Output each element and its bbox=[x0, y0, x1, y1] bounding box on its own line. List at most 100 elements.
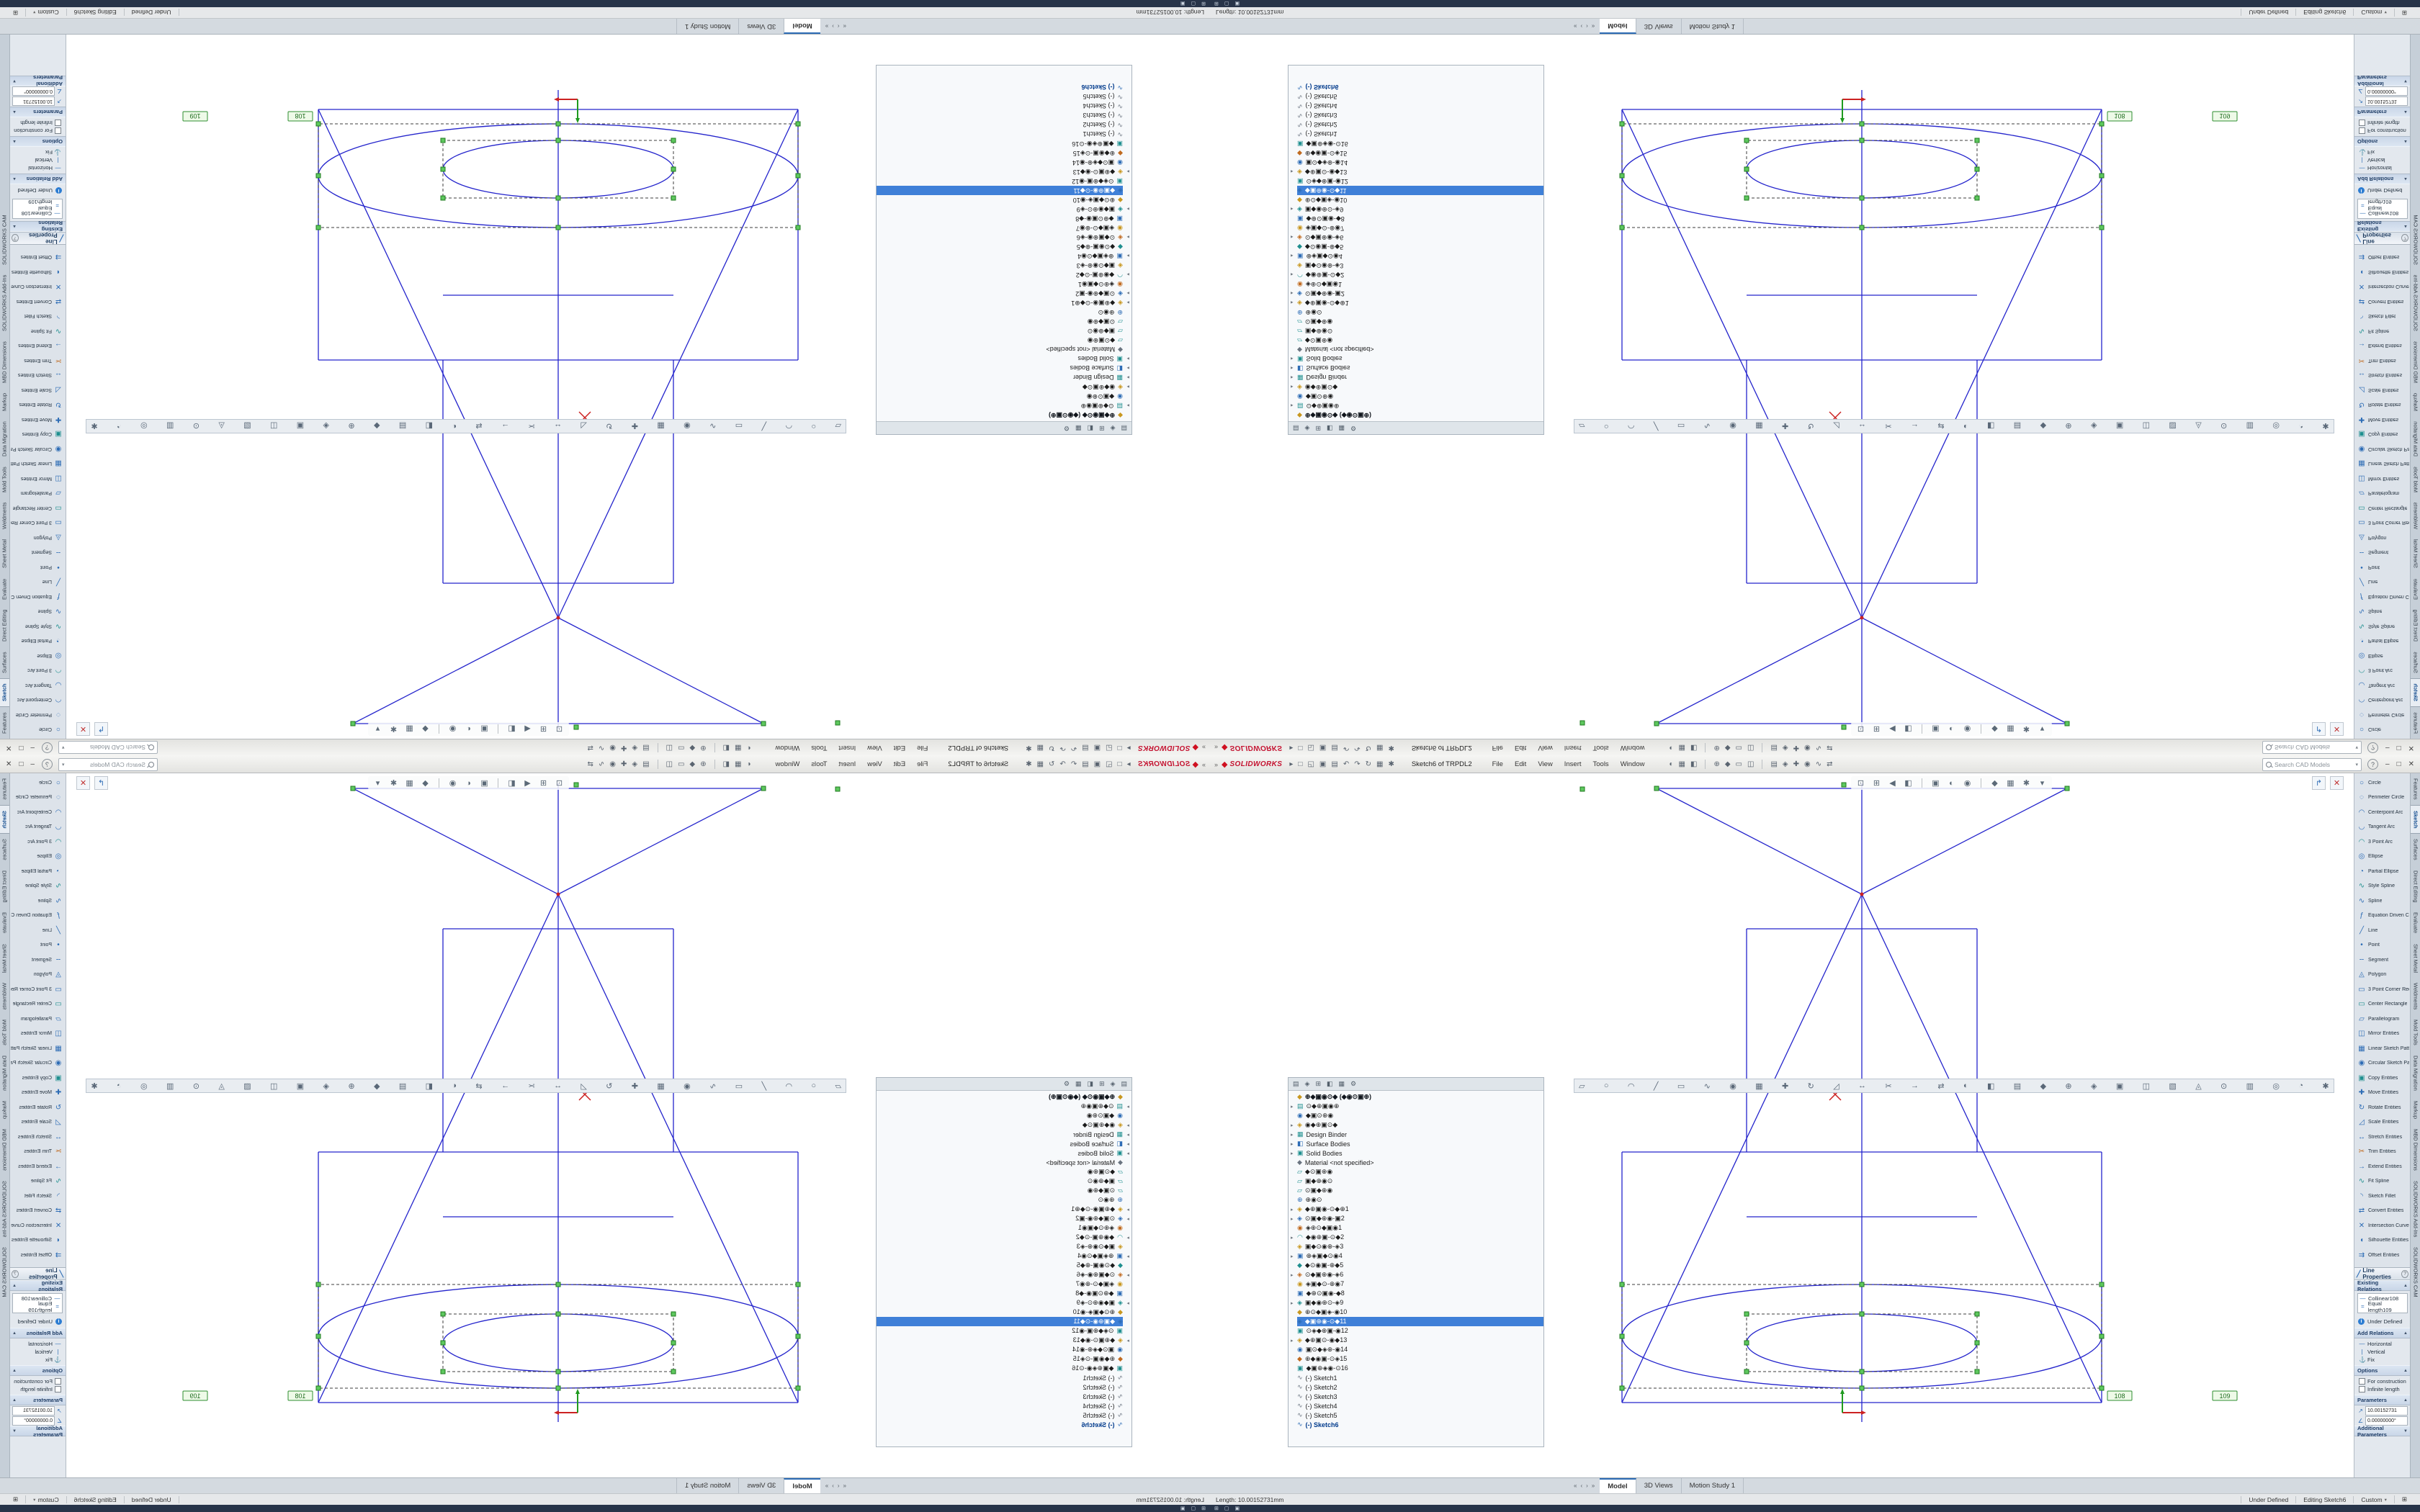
sketch-tool-icon[interactable]: ○ bbox=[812, 422, 817, 431]
section-icon[interactable]: ◧ bbox=[1690, 744, 1697, 752]
selection-handle[interactable] bbox=[1975, 1369, 1979, 1374]
displaymanager-tab[interactable]: ▦ bbox=[1075, 424, 1082, 432]
sketch-tool-button[interactable]: ✕Intersection Curve bbox=[2354, 279, 2411, 294]
sketch-tool-icon[interactable]: ▭ bbox=[1677, 1081, 1685, 1091]
sketch-tool-icon[interactable]: ▭ bbox=[1677, 422, 1685, 431]
tree-row[interactable]: ◉◈⊕⊙◆▣◉1 bbox=[877, 279, 1123, 289]
sketch-tool-button[interactable]: ↔Stretch Entities bbox=[2354, 368, 2411, 383]
search-input[interactable]: Search CAD Models ▾ bbox=[58, 742, 158, 755]
tree-row[interactable]: ◆Material <not specified> bbox=[877, 1158, 1123, 1167]
sketch-tool-icon[interactable]: ↔ bbox=[554, 422, 562, 431]
expand-arrow-icon[interactable]: ▸ bbox=[1291, 403, 1297, 409]
edit-appearance-icon[interactable]: ◆ bbox=[1989, 724, 2000, 734]
tree-row[interactable]: ▸▤⊙◆⊕▣◉⊕ bbox=[877, 401, 1123, 410]
sketch-tool-icon[interactable]: ◈ bbox=[323, 422, 329, 431]
sketch-tool-button[interactable]: ▣Copy Entities bbox=[2354, 1071, 2411, 1086]
tree-row[interactable]: ▸◧Surface Bodies bbox=[877, 364, 1123, 373]
new-file-icon[interactable]: □ bbox=[1298, 744, 1302, 752]
sketch-tool-button[interactable]: ◝Sketch Fillet bbox=[9, 1189, 66, 1204]
zoom-icon[interactable]: ⊕ bbox=[700, 744, 706, 752]
add-fix-relation[interactable]: ⚓Fix bbox=[14, 148, 61, 156]
file-properties-icon[interactable]: ▦ bbox=[1037, 744, 1044, 752]
sketch-tool-icon[interactable]: ✂ bbox=[528, 422, 534, 431]
tab-weldments[interactable]: Weldments bbox=[0, 978, 9, 1014]
sketch-tool-button[interactable]: ✂Trim Entities bbox=[2354, 1145, 2411, 1160]
tree-row[interactable]: ◈▣◆⊙◉⊕-◈3 bbox=[877, 1242, 1123, 1251]
expand-arrow-icon[interactable]: ▸ bbox=[1291, 272, 1297, 278]
expand-arrow-icon[interactable]: ▸ bbox=[1123, 235, 1129, 240]
tree-row[interactable]: ∿(-) Sketch1 bbox=[1297, 130, 1543, 139]
add-relations-section-header[interactable]: Add Relations ▲ bbox=[9, 174, 66, 184]
expand-arrow-icon[interactable]: ▸ bbox=[1123, 1151, 1129, 1156]
sketch-line[interactable] bbox=[318, 894, 558, 1403]
appearance-icon[interactable]: ◈ bbox=[1783, 744, 1788, 752]
dimxpertmanager-tab[interactable]: ◧ bbox=[1327, 424, 1333, 432]
featuremanager-tree-tab[interactable]: ▤ bbox=[1121, 1080, 1127, 1088]
sketch-tool-icon[interactable]: ◠ bbox=[786, 422, 793, 431]
triad-y-axis-icon[interactable] bbox=[575, 1389, 580, 1394]
menu-window[interactable]: Window bbox=[1615, 758, 1651, 770]
tree-row[interactable]: ◆⊕⊙◆▣◈-◉10 bbox=[1297, 1308, 1543, 1317]
add-relations-section-header[interactable]: Add Relations ▲ bbox=[2354, 174, 2411, 184]
sketch-tool-icon[interactable]: ∿ bbox=[709, 422, 716, 431]
close-button[interactable]: ✕ bbox=[2408, 744, 2414, 752]
sketch-tool-button[interactable]: ↔Stretch Entities bbox=[9, 368, 66, 383]
undo-icon[interactable]: ↶ bbox=[1343, 760, 1349, 768]
selection-handle[interactable] bbox=[796, 1334, 800, 1338]
sketch-tool-icon[interactable]: ◈ bbox=[323, 1081, 329, 1091]
sketch-tool-button[interactable]: ╱Line bbox=[2354, 923, 2411, 938]
tree-row-selected[interactable]: ◈◆▣⊕◉-⊙◆11 bbox=[1297, 1317, 1543, 1326]
view-orientation-icon[interactable]: ▣ bbox=[479, 778, 490, 788]
sketch-tool-icon[interactable]: ◎ bbox=[2272, 1081, 2280, 1091]
minimize-button[interactable]: – bbox=[2385, 744, 2390, 752]
sketch-tool-icon[interactable]: ▣ bbox=[297, 422, 304, 431]
sketch-tool-button[interactable]: ▦Linear Sketch Pattern bbox=[2354, 1041, 2411, 1056]
selection-handle[interactable] bbox=[1975, 1312, 1979, 1316]
angle-parameter-field[interactable]: ∠0.00000000° bbox=[2354, 86, 2411, 96]
section-view-icon[interactable]: ◧ bbox=[506, 778, 517, 788]
expand-arrow-icon[interactable]: ▸ bbox=[1123, 1122, 1129, 1128]
tree-row[interactable]: ▱▣◆⊕◉⊙ bbox=[1297, 326, 1543, 336]
sketch-tool-button[interactable]: ▱Parallelogram bbox=[9, 1012, 66, 1027]
section-view-icon[interactable]: ◧ bbox=[1903, 778, 1914, 788]
selection-handle[interactable] bbox=[556, 196, 560, 200]
spline-icon[interactable]: ∿ bbox=[1816, 760, 1821, 768]
sketch-tool-icon[interactable]: ⊕ bbox=[2065, 422, 2071, 431]
displaymanager-tab[interactable]: ▦ bbox=[1339, 1080, 1345, 1088]
sketch-tool-button[interactable]: ╱Line bbox=[9, 575, 66, 590]
displaymanager-tab[interactable]: ▦ bbox=[1339, 424, 1345, 432]
sketch-tool-icon[interactable]: ◔ bbox=[2298, 422, 2303, 431]
existing-relations-section-header[interactable]: Existing Relations ▲ bbox=[2354, 1280, 2411, 1291]
open-file-icon[interactable]: ◱ bbox=[1307, 744, 1314, 752]
selection-handle[interactable] bbox=[1860, 1312, 1864, 1316]
add-fix-relation[interactable]: ⚓Fix bbox=[14, 1356, 61, 1364]
target-icon[interactable]: ◉ bbox=[1804, 760, 1811, 768]
menu-view[interactable]: View bbox=[861, 758, 887, 770]
sketch-tool-icon[interactable]: ◫ bbox=[2143, 422, 2150, 431]
sketch-tool-button[interactable]: ◌Perimeter Circle bbox=[9, 791, 66, 806]
new-file-icon[interactable]: □ bbox=[1118, 760, 1122, 768]
sketch-tool-icon[interactable]: ▤ bbox=[399, 422, 406, 431]
sketch-tool-button[interactable]: ◖Silhouette Entities bbox=[9, 1233, 66, 1248]
selection-handle[interactable] bbox=[796, 122, 800, 126]
print-preview-icon[interactable]: ▤ bbox=[642, 744, 649, 752]
expand-arrow-icon[interactable]: ▸ bbox=[1291, 253, 1297, 259]
tree-row[interactable]: ▱◆⊙▣⊕◉ bbox=[1297, 1167, 1543, 1176]
tree-row[interactable]: ▸◈⊙▣◆⊕◉-▣2 bbox=[1297, 289, 1543, 298]
section-icon[interactable]: ◧ bbox=[1690, 760, 1697, 768]
tab-evaluate[interactable]: Evaluate bbox=[0, 907, 9, 938]
taskbar-app-icon[interactable]: ▣ bbox=[1180, 1506, 1186, 1511]
next-tab-button[interactable]: › bbox=[1586, 1482, 1588, 1489]
tab-model[interactable]: Model bbox=[784, 1478, 820, 1493]
tree-row[interactable]: ▸◈⊙◆▣⊕◉-◈6 bbox=[1297, 1270, 1543, 1279]
sketch-line[interactable] bbox=[1622, 894, 1862, 1403]
orientation-icon[interactable]: ◆ bbox=[1725, 760, 1731, 768]
tree-row[interactable]: ▣⊙◈◆⊕▣-◉12 bbox=[877, 1326, 1123, 1336]
tree-row[interactable]: ▸▣Solid Bodies bbox=[1297, 1148, 1543, 1158]
expand-menu-icon[interactable]: » bbox=[1214, 744, 1218, 752]
undo-icon[interactable]: ↶ bbox=[1343, 744, 1349, 752]
tree-row[interactable]: ▸◈◆⊕▣◉-⊙◆⊕1 bbox=[1297, 298, 1543, 307]
sketch-tool-icon[interactable]: ✱ bbox=[2322, 422, 2329, 431]
tab-sketch[interactable]: Sketch bbox=[0, 805, 9, 834]
tab-mold-tools[interactable]: Mold Tools bbox=[0, 1014, 9, 1050]
